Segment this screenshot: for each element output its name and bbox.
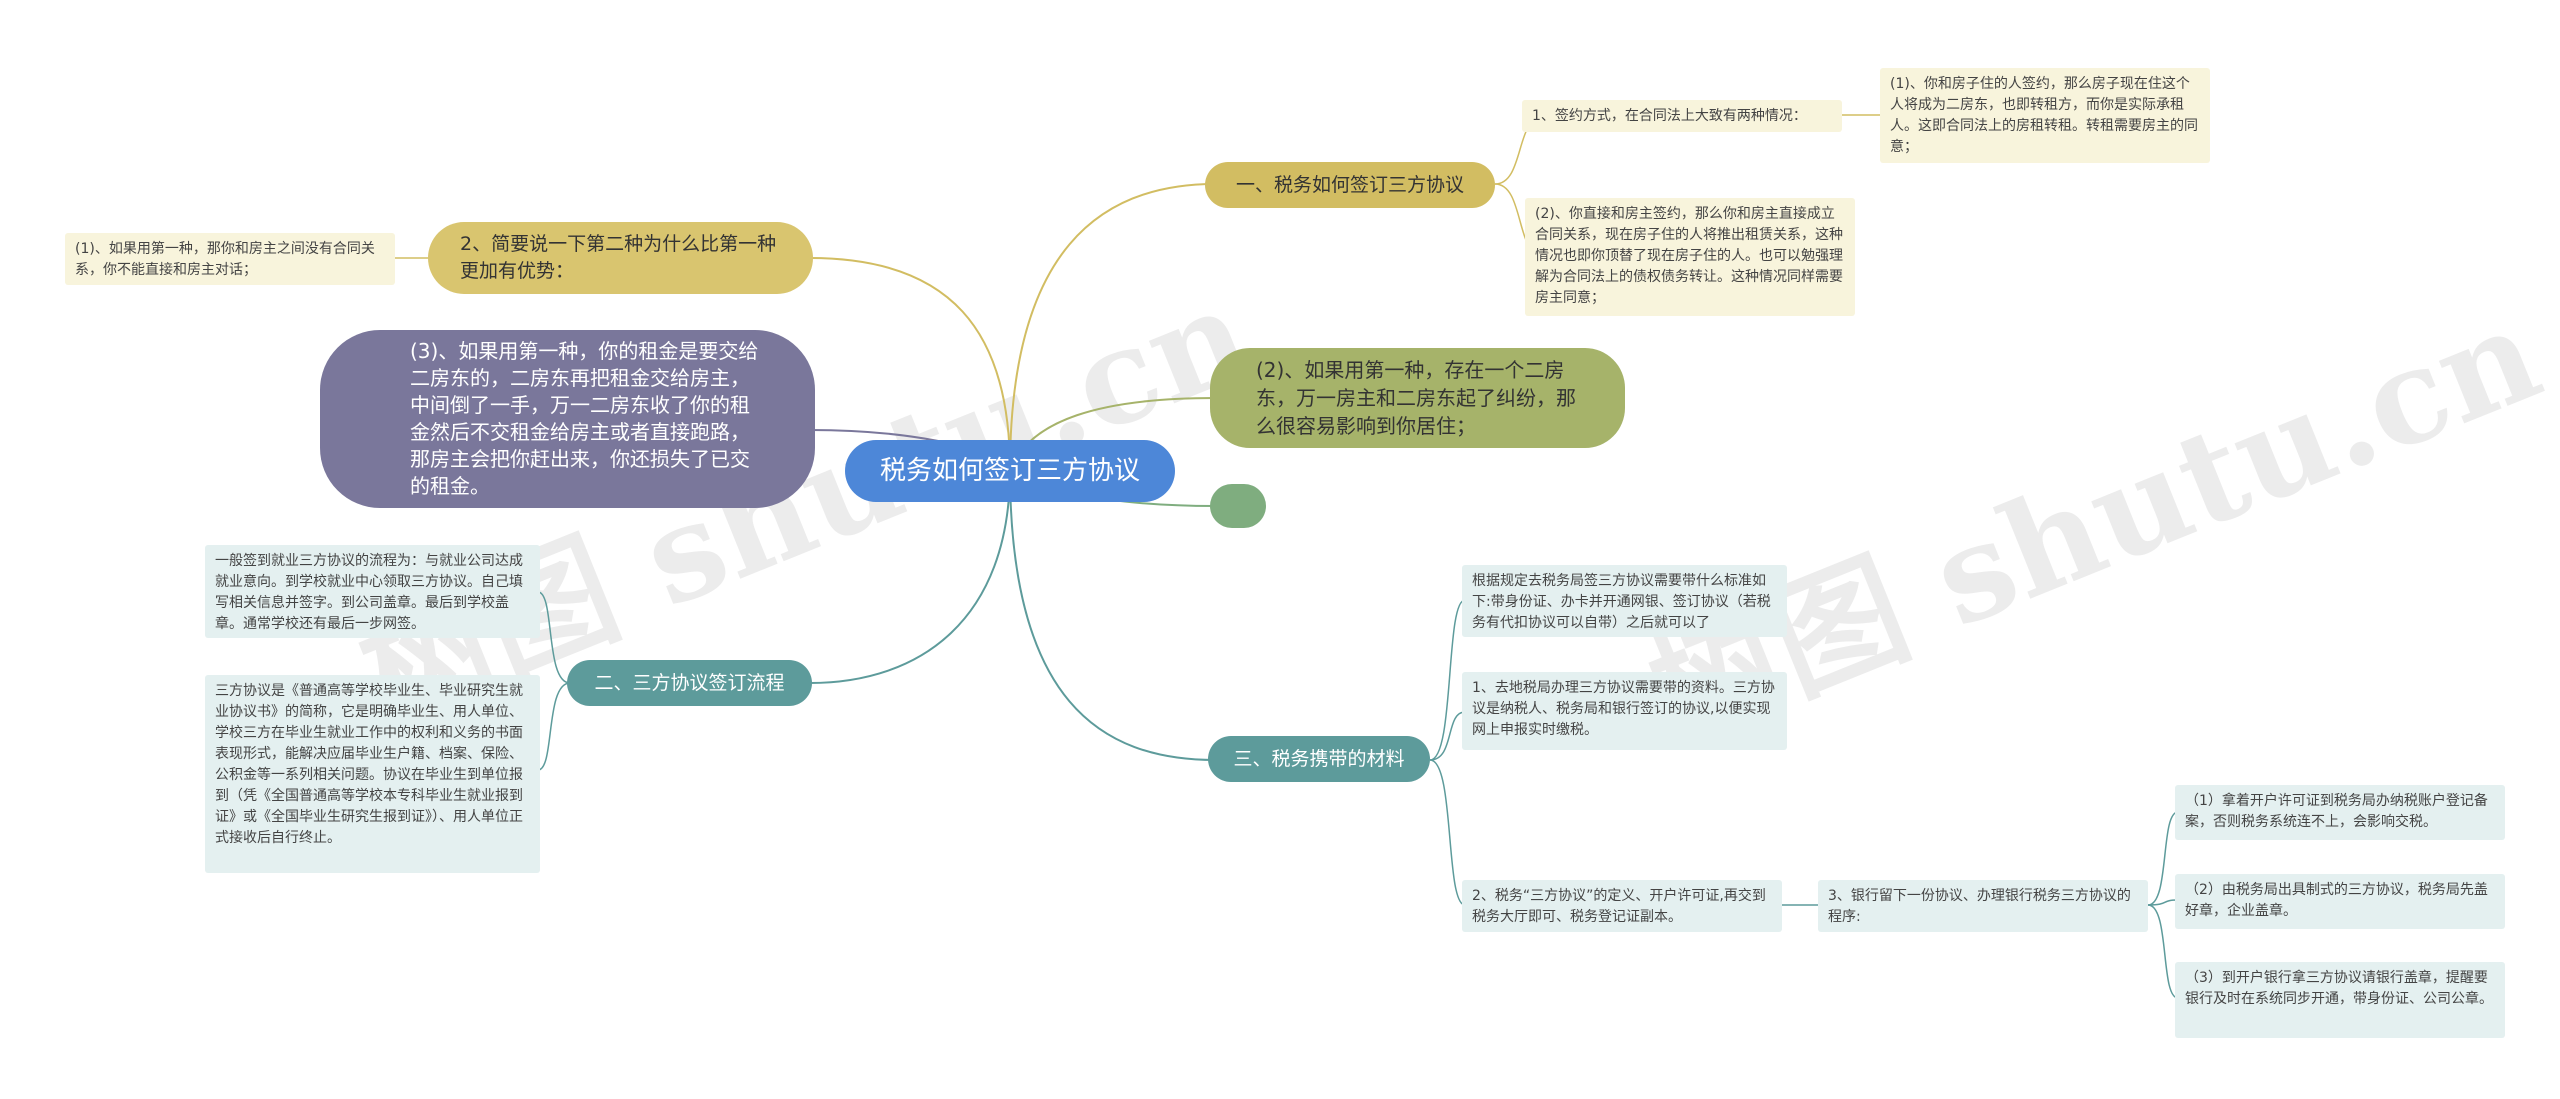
link-leaf4-step1 [2147,811,2179,906]
branch-1-sub-1-detail[interactable]: (1)、你和房子住的人签约，那么房子现在住这个人将成为二房东，也即转租方，而你是… [1880,68,2210,163]
branch-3-label: (3)、如果用第一种，你的租金是要交给二房东的，二房东再把租金交给房主，中间倒了… [410,339,759,498]
branch-1-sub-1-detail-text: (1)、你和房子住的人签约，那么房子现在住这个人将成为二房东，也即转租方，而你是… [1890,76,2198,155]
branch-7-step-3[interactable]: （3）到开户银行拿三方协议请银行盖章，提醒要银行及时在系统同步开通，带身份证、公… [2175,962,2505,1038]
branch-6-leaf-1[interactable]: 一般签到就业三方协议的流程为：与就业公司达成就业意向。到学校就业中心领取三方协议… [205,545,540,638]
branch-7-step-1-text: （1）拿着开户许可证到税务局办纳税账户登记备案，否则税务系统连不上，会影响交税。 [2185,793,2488,830]
branch-7-leaf-3-text: 2、税务“三方协议”的定义、开户许可证,再交到税务大厅即可、税务登记证副本。 [1472,888,1766,925]
branch-1-sub-1[interactable]: 1、签约方式，在合同法上大致有两种情况： [1522,100,1842,132]
branch-7-step-2[interactable]: （2）由税务局出具制式的三方协议，税务局先盖好章，企业盖章。 [2175,874,2505,929]
link-root-branch2 [809,257,1011,471]
branch-1-sub-2-text: (2)、你直接和房主签约，那么你和房主直接成立合同关系，现在房子住的人将推出租赁… [1535,206,1843,306]
branch-1-node[interactable]: 一、税务如何签订三方协议 [1205,162,1495,208]
branch-7-leaf-4-text: 3、银行留下一份协议、办理银行税务三方协议的程序: [1828,888,2131,925]
link-leaf4-step3 [2147,904,2179,999]
branch-1-sub-2[interactable]: (2)、你直接和房主签约，那么你和房主直接成立合同关系，现在房子住的人将推出租赁… [1525,198,1855,316]
branch-6-leaf-2-text: 三方协议是《普通高等学校毕业生、毕业研究生就业协议书》的简称，它是明确毕业生、用… [215,683,523,846]
link-branch7-leaf3 [1429,759,1466,906]
branch-2-detail[interactable]: (1)、如果用第一种，那你和房主之间没有合同关系，你不能直接和房主对话； [65,233,395,285]
branch-2-detail-text: (1)、如果用第一种，那你和房主之间没有合同关系，你不能直接和房主对话； [75,241,375,278]
branch-7-step-1[interactable]: （1）拿着开户许可证到税务局办纳税账户登记备案，否则税务系统连不上，会影响交税。 [2175,785,2505,840]
branch-1-label: 一、税务如何签订三方协议 [1235,173,1464,196]
link-root-branch1 [1009,183,1216,471]
branch-7-leaf-4[interactable]: 3、银行留下一份协议、办理银行税务三方协议的程序: [1818,880,2148,932]
branch-7-node[interactable]: 三、税务携带的材料 [1208,736,1430,782]
branch-6-leaf-1-text: 一般签到就业三方协议的流程为：与就业公司达成就业意向。到学校就业中心领取三方协议… [215,553,523,632]
branch-7-leaf-2[interactable]: 1、去地税局办理三方协议需要带的资料。三方协议是纳税人、税务局和银行签订的协议,… [1462,672,1787,750]
branch-7-step-3-text: （3）到开户银行拿三方协议请银行盖章，提醒要银行及时在系统同步开通，带身份证、公… [2185,970,2493,1007]
root-label: 税务如何签订三方协议 [879,455,1140,486]
branch-4-node[interactable]: (2)、如果用第一种，存在一个二房东，万一房主和二房东起了纠纷，那么很容易影响到… [1210,348,1625,448]
link-branch6-leaf2 [537,682,571,771]
link-root-branch7 [1009,469,1216,761]
branch-3-node[interactable]: (3)、如果用第一种，你的租金是要交给二房东的，二房东再把租金交给房主，中间倒了… [320,330,815,508]
link-branch7-leaf2 [1429,711,1466,761]
branch-7-step-2-text: （2）由税务局出具制式的三方协议，税务局先盖好章，企业盖章。 [2185,882,2488,919]
branch-1-sub-1-label: 1、签约方式，在合同法上大致有两种情况： [1532,108,1807,124]
branch-2-label: 2、简要说一下第二种为什么比第一种更加有优势： [460,233,777,282]
branch-7-leaf-1-text: 根据规定去税务局签三方协议需要带什么标准如下:带身份证、办卡并开通网银、签订协议… [1472,573,1771,631]
branch-7-leaf-2-text: 1、去地税局办理三方协议需要带的资料。三方协议是纳税人、税务局和银行签订的协议,… [1472,680,1775,738]
branch-4-label: (2)、如果用第一种，存在一个二房东，万一房主和二房东起了纠纷，那么很容易影响到… [1256,358,1576,438]
branch-7-label: 三、税务携带的材料 [1233,747,1405,770]
link-leaf4-step2 [2147,899,2179,906]
link-branch6-leaf1 [537,591,571,684]
branch-6-label: 二、三方协议签订流程 [594,671,785,694]
branch-6-leaf-2[interactable]: 三方协议是《普通高等学校毕业生、毕业研究生就业协议书》的简称，它是明确毕业生、用… [205,675,540,873]
branch-7-leaf-3[interactable]: 2、税务“三方协议”的定义、开户许可证,再交到税务大厅即可、税务登记证副本。 [1462,880,1782,932]
branch-6-node[interactable]: 二、三方协议签订流程 [567,660,812,706]
root-node[interactable]: 税务如何签订三方协议 [845,440,1175,502]
branch-2-node[interactable]: 2、简要说一下第二种为什么比第一种更加有优势： [428,222,813,294]
branch-7-leaf-1[interactable]: 根据规定去税务局签三方协议需要带什么标准如下:带身份证、办卡并开通网银、签订协议… [1462,565,1787,637]
link-branch7-leaf1 [1429,599,1466,761]
branch-5-node[interactable] [1210,484,1266,528]
